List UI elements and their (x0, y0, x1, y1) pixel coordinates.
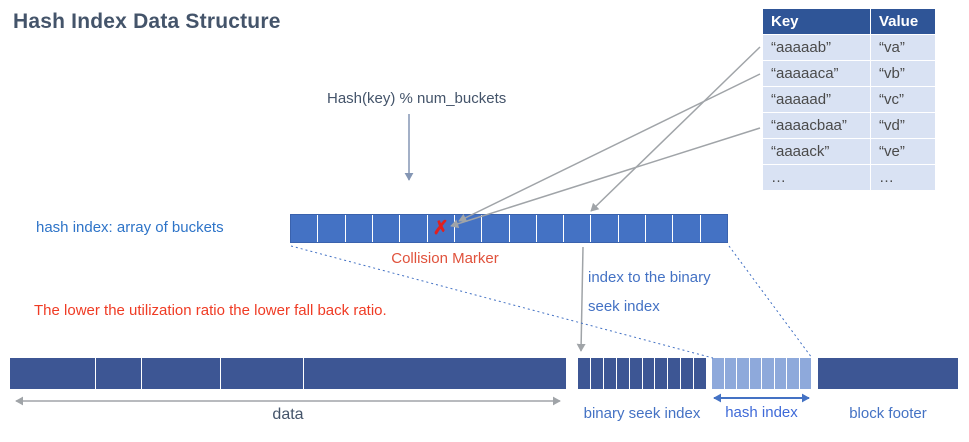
hash-formula-label: Hash(key) % num_buckets (327, 90, 507, 107)
index-to-binary-seek-note: index to the binary seek index (588, 263, 738, 321)
hash-index-cell (787, 358, 799, 389)
data-segment (221, 358, 303, 389)
binary-seek-cell (629, 358, 642, 389)
hash-index-cell (774, 358, 786, 389)
bucket-cell (536, 215, 564, 242)
table-row: “aaaaad” “vc” (762, 86, 936, 113)
data-segment (96, 358, 141, 389)
bucket-cell (318, 215, 345, 242)
binary-seek-index-bar (578, 358, 707, 389)
binary-seek-index-label: binary seek index (583, 405, 701, 422)
col-header-value: Value (870, 8, 936, 35)
index-note-line1: index to the binary (588, 269, 711, 286)
bucket-cell (564, 215, 591, 242)
data-segment (304, 358, 566, 389)
hash-index-cell (762, 358, 774, 389)
value-cell: “ve” (870, 138, 936, 165)
block-footer-label: block footer (849, 405, 927, 422)
block-footer-bar (818, 358, 958, 389)
key-cell: “aaaaad” (762, 86, 871, 113)
data-segment (10, 358, 95, 389)
value-cell: “vc” (870, 86, 936, 113)
hash-index-projection-right-dotted-line (728, 245, 813, 359)
data-segment (142, 358, 220, 389)
table-row: “aaaaab” “va” (762, 34, 936, 61)
value-cell: “vd” (870, 112, 936, 139)
binary-seek-cell (603, 358, 616, 389)
hash-index-cell (737, 358, 749, 389)
key-cell: “aaaaab” (762, 34, 871, 61)
value-cell: “va” (870, 34, 936, 61)
collision-x-icon: ✗ (432, 218, 449, 239)
table-header-row: Key Value (762, 8, 936, 35)
block-footer-segment (818, 358, 958, 389)
bucket-cell (700, 215, 727, 242)
hash-bucket-array: ✗ (290, 214, 728, 243)
key-value-table: Key Value “aaaaab” “va” “aaaaaca” “vb” “… (762, 8, 936, 191)
col-header-key: Key (762, 8, 871, 35)
table-row1-to-bucket-arrow (590, 46, 761, 212)
bucket-cell (646, 215, 673, 242)
collision-marker-label: Collision Marker (391, 250, 499, 267)
bucket-cell (291, 215, 318, 242)
hash-index-cell (724, 358, 736, 389)
bucket-cell (673, 215, 700, 242)
table-row: “aaaacbaa” “vd” (762, 112, 936, 139)
bucket-cell (591, 215, 618, 242)
hash-index-cell (799, 358, 811, 389)
data-block-bar (10, 358, 566, 389)
hash-index-label: hash index (725, 404, 798, 421)
bucket-to-binary-seek-arrow (576, 246, 586, 352)
key-cell: “aaaaaca” (762, 60, 871, 87)
bucket-cell (372, 215, 400, 242)
table-row: “aaaaaca” “vb” (762, 60, 936, 87)
data-label: data (272, 406, 304, 423)
hash-index-cell (712, 358, 724, 389)
bucket-cell (345, 215, 372, 242)
binary-seek-cell (616, 358, 629, 389)
binary-seek-cell (642, 358, 655, 389)
hash-index-cell (749, 358, 761, 389)
key-cell: “aaaacbaa” (762, 112, 871, 139)
key-cell: “aaaack” (762, 138, 871, 165)
bucket-cell (482, 215, 509, 242)
bucket-cell (454, 215, 482, 242)
binary-seek-cell (578, 358, 590, 389)
key-cell: … (762, 164, 871, 191)
bucket-cell (509, 215, 536, 242)
binary-seek-cell (668, 358, 681, 389)
binary-seek-cell (655, 358, 668, 389)
table-row: “aaaack” “ve” (762, 138, 936, 165)
utilization-ratio-note: The lower the utilization ratio the lowe… (34, 302, 387, 319)
bucket-array-label: hash index: array of buckets (36, 219, 224, 236)
value-cell: … (870, 164, 936, 191)
table-row4-to-collision-arrow (450, 127, 761, 229)
binary-seek-cell (694, 358, 707, 389)
page-title: Hash Index Data Structure (13, 10, 281, 33)
hash-index-segment-bar (712, 358, 811, 389)
table-row: … … (762, 164, 936, 191)
bucket-cell-collision: ✗ (427, 215, 454, 242)
binary-seek-cell (590, 358, 603, 389)
index-note-line2: seek index (588, 298, 660, 315)
bucket-cell (618, 215, 646, 242)
value-cell: “vb” (870, 60, 936, 87)
bucket-cell (400, 215, 427, 242)
binary-seek-cell (681, 358, 694, 389)
